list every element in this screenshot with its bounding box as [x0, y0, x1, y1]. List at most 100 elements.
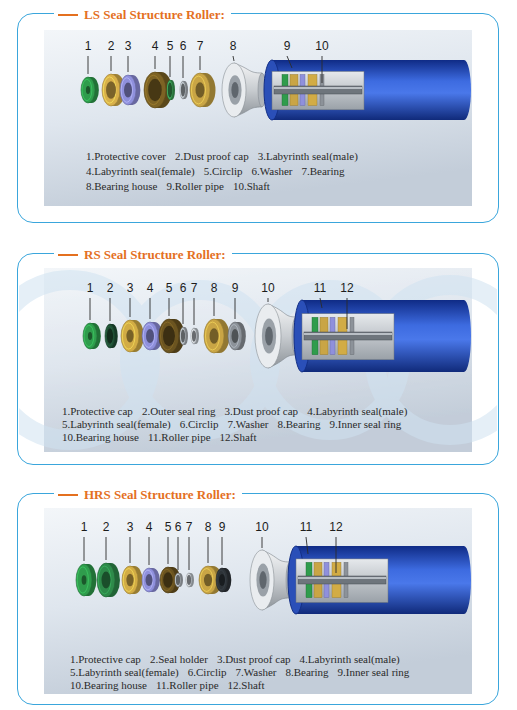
- ring-face: [83, 323, 97, 349]
- part-name: 4.Labyrinth seal(male): [307, 405, 407, 418]
- callout-anchor: 4: [147, 278, 154, 296]
- part-list-line: 1.Protective cap2.Seal holder3.Dust proo…: [70, 653, 400, 666]
- ring-highlight: [123, 569, 134, 592]
- ring-face: [180, 81, 186, 99]
- bearing-house-bore: [228, 75, 241, 105]
- ring-face: [199, 566, 217, 594]
- ring-highlight: [143, 570, 153, 590]
- ring-face: [142, 568, 156, 592]
- leader-line: [347, 298, 348, 329]
- ring-face: [105, 324, 115, 348]
- panel-title: HRS Seal Structure Roller:: [54, 487, 242, 503]
- ring-face: [191, 328, 197, 344]
- callout-number: 3: [127, 520, 134, 534]
- leader-line: [168, 537, 169, 564]
- roller-pipe-end: [457, 546, 471, 614]
- callout-anchor: 3: [125, 36, 132, 54]
- shaft: [298, 576, 386, 584]
- callout-anchor: 2: [107, 278, 114, 296]
- callout-number: 5: [166, 281, 173, 295]
- part-list-line: 4.Labyrinth seal(female)5.Circlip6.Washe…: [86, 165, 345, 178]
- panel-title: RS Seal Structure Roller:: [54, 247, 232, 263]
- ring-face: [81, 77, 95, 103]
- ring-highlight: [103, 77, 116, 103]
- leader-line: [336, 537, 337, 573]
- part-name: 5.Labyrinth seal(female): [70, 666, 179, 679]
- panel-art: [0, 268, 517, 452]
- ring-face: [76, 564, 92, 596]
- ring-highlight: [77, 567, 88, 593]
- callout-number: 1: [87, 281, 94, 295]
- callout-number: 7: [191, 281, 198, 295]
- leader-line: [106, 537, 107, 560]
- part-name: 1.Protective cover: [86, 150, 166, 163]
- bearing-house-flange: [222, 63, 246, 117]
- ring-highlight: [217, 570, 225, 590]
- part-list-line: 10.Bearing house11.Roller pipe12.Shaft: [62, 431, 257, 444]
- callout-anchor: 6: [175, 517, 182, 535]
- callout-number: 1: [85, 39, 92, 53]
- callout-anchor: 9: [219, 517, 226, 535]
- leader-line: [111, 56, 112, 71]
- callout-anchor: 8: [230, 36, 237, 54]
- part-name: 12.Shaft: [220, 431, 257, 444]
- panel-frame: HRS Seal Structure Roller:: [17, 493, 499, 705]
- callout-anchor: 1: [81, 517, 88, 535]
- leader-line: [183, 56, 184, 78]
- ring-highlight: [161, 322, 175, 350]
- ring-face: [175, 573, 181, 587]
- ring-face: [142, 322, 158, 350]
- part-name: 1.Protective cap: [62, 405, 133, 418]
- callout-anchor: 5: [165, 517, 172, 535]
- ring-hole: [146, 329, 154, 343]
- ring-highlight: [161, 569, 172, 590]
- part-name: 9.Inner seal ring: [338, 666, 410, 679]
- ring-face: [97, 563, 115, 597]
- part-name: 9.Inner seal ring: [330, 418, 402, 431]
- ring-face: [167, 80, 173, 100]
- part-name: 3.Dust proof cap: [217, 653, 291, 666]
- part-name: 4.Labyrinth seal(male): [300, 653, 400, 666]
- image-ground: [44, 508, 472, 694]
- callout-anchor: 7: [197, 36, 204, 54]
- shaft-highlight: [274, 87, 362, 89]
- part-list-line: 5.Labyrinth seal(female)6.Circlip7.Washe…: [62, 418, 401, 431]
- part-name: 6.Circlip: [188, 666, 227, 679]
- callout-number: 12: [340, 281, 353, 295]
- ring-hole: [181, 84, 185, 97]
- callout-anchor: 8: [211, 278, 218, 296]
- part-name: 3.Dust proof cap: [225, 405, 299, 418]
- cut-away: [302, 314, 394, 360]
- callout-number: 11: [300, 520, 312, 534]
- leader-line: [149, 537, 150, 565]
- ring-highlight: [192, 76, 206, 104]
- leader-line: [235, 298, 236, 319]
- ring-hole: [219, 574, 225, 586]
- leader-line: [130, 298, 131, 317]
- ring-face: [216, 568, 228, 592]
- part-name: 9.Roller pipe: [166, 180, 223, 193]
- part-name: 11.Roller pipe: [148, 431, 211, 444]
- callout-number: 3: [125, 39, 132, 53]
- ring-hole: [148, 79, 162, 101]
- callout-anchor: 3: [127, 278, 134, 296]
- leader-line: [268, 298, 269, 302]
- callout-anchor: 9: [232, 278, 239, 296]
- part-name: 2.Seal holder: [150, 653, 208, 666]
- ring-highlight: [180, 329, 184, 344]
- leader-line: [262, 537, 263, 548]
- part-name: 10.Bearing house: [70, 679, 147, 692]
- leader-line: [155, 56, 156, 69]
- cut-away: [272, 71, 364, 109]
- callout-number: 11: [314, 281, 326, 295]
- callout-number: 6: [175, 520, 182, 534]
- roller-pipe-end: [457, 300, 471, 372]
- ring-hole: [102, 572, 111, 589]
- bearing-house-bore: [259, 571, 266, 589]
- ring-face: [122, 566, 138, 594]
- callout-number: 4: [152, 39, 159, 53]
- leader-line: [169, 298, 170, 316]
- ring-highlight: [167, 82, 171, 98]
